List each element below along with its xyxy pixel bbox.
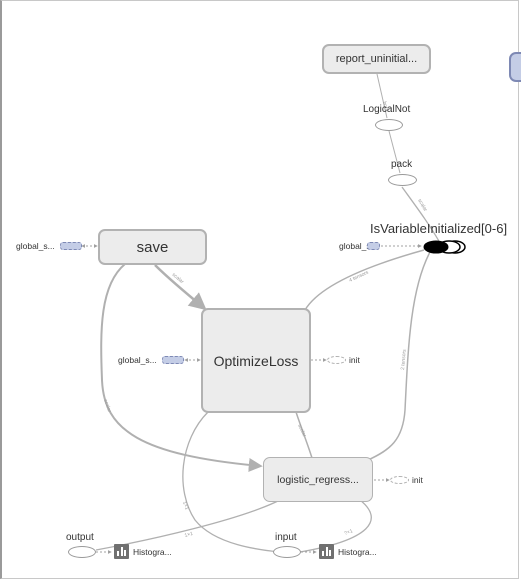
logicalnot-label: LogicalNot — [363, 104, 411, 115]
pack-label: pack — [391, 159, 413, 170]
offscreen-node[interactable] — [509, 52, 521, 82]
optimize-init-label: init — [349, 355, 360, 365]
report-uninitialized-node[interactable]: report_uninitial... — [322, 44, 431, 74]
edge-isvar-logistic — [367, 251, 431, 461]
global-step-var-optimize[interactable] — [162, 356, 184, 364]
logistic-init-label: init — [412, 475, 423, 485]
edge-pack-isvar — [401, 186, 441, 244]
save-node[interactable]: save — [98, 229, 207, 265]
edge-logistic-input — [299, 499, 372, 553]
edge-save-logistic — [100, 263, 263, 472]
pack-op[interactable] — [388, 174, 417, 186]
edge-label-bool: bool — [381, 101, 389, 112]
input-label: input — [275, 532, 297, 543]
edge-label-shape-1: 1×1 — [181, 501, 190, 511]
isvarinit-series-node[interactable] — [423, 239, 467, 255]
logicalnot-op[interactable] — [375, 119, 403, 131]
optimize-init-op[interactable] — [327, 356, 346, 364]
edge-label-shape-3: ?×1 — [344, 528, 354, 537]
edge-label-scalar-save-log: scalar — [102, 399, 112, 414]
edge-label-scalar-save-opt: scalar — [171, 272, 185, 285]
edge-isvar-optimize — [304, 249, 425, 311]
edge-logicalnot-pack — [388, 130, 401, 174]
logistic-regression-node[interactable]: logistic_regress... — [263, 457, 373, 502]
report-uninitialized-label: report_uninitial... — [335, 53, 418, 65]
edge-label-scalar-pack: scalar — [416, 198, 428, 213]
output-op[interactable] — [68, 546, 96, 558]
histogram-icon-input[interactable] — [319, 544, 334, 559]
global-step-var-right[interactable] — [367, 242, 380, 250]
edge-report-logicalnot — [376, 73, 388, 119]
save-label: save — [136, 238, 169, 256]
histogram-icon-output[interactable] — [114, 544, 129, 559]
isvarinit-label: IsVariableInitialized[0-6] — [370, 221, 508, 236]
edge-label-2-tensors: 2 tensors — [400, 349, 408, 371]
optimize-loss-label: OptimizeLoss — [213, 352, 299, 369]
edge-optimize-logistic — [295, 411, 313, 459]
logistic-init-op[interactable] — [390, 476, 409, 484]
global-step-label-right: global_s... — [339, 241, 378, 251]
histogram-label-input: Histogra... — [338, 547, 377, 557]
edge-save-optimize — [154, 264, 207, 311]
output-label: output — [66, 532, 94, 543]
edge-optimize-input — [182, 411, 281, 553]
global-step-label-optimize: global_s... — [118, 355, 157, 365]
histogram-label-output: Histogra... — [133, 547, 172, 557]
logistic-regression-label: logistic_regress... — [277, 473, 359, 486]
optimize-loss-node[interactable]: OptimizeLoss — [201, 308, 311, 413]
edge-label-shape-2: 1×1 — [184, 531, 194, 539]
global-step-label-save: global_s... — [16, 241, 55, 251]
global-step-var-save[interactable] — [60, 242, 82, 250]
input-op[interactable] — [273, 546, 301, 558]
edge-label-scalar-opt-log: scalar — [296, 423, 307, 438]
